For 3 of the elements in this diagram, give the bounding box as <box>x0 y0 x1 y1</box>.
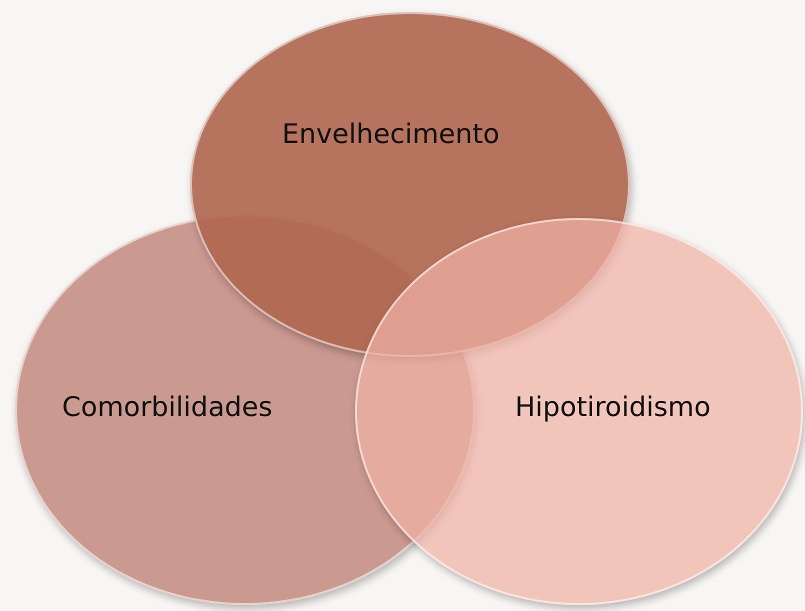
set-label: Envelhecimento <box>282 119 500 150</box>
set-label: Comorbilidades <box>62 392 272 423</box>
set-label: Hipotiroidismo <box>515 392 711 423</box>
